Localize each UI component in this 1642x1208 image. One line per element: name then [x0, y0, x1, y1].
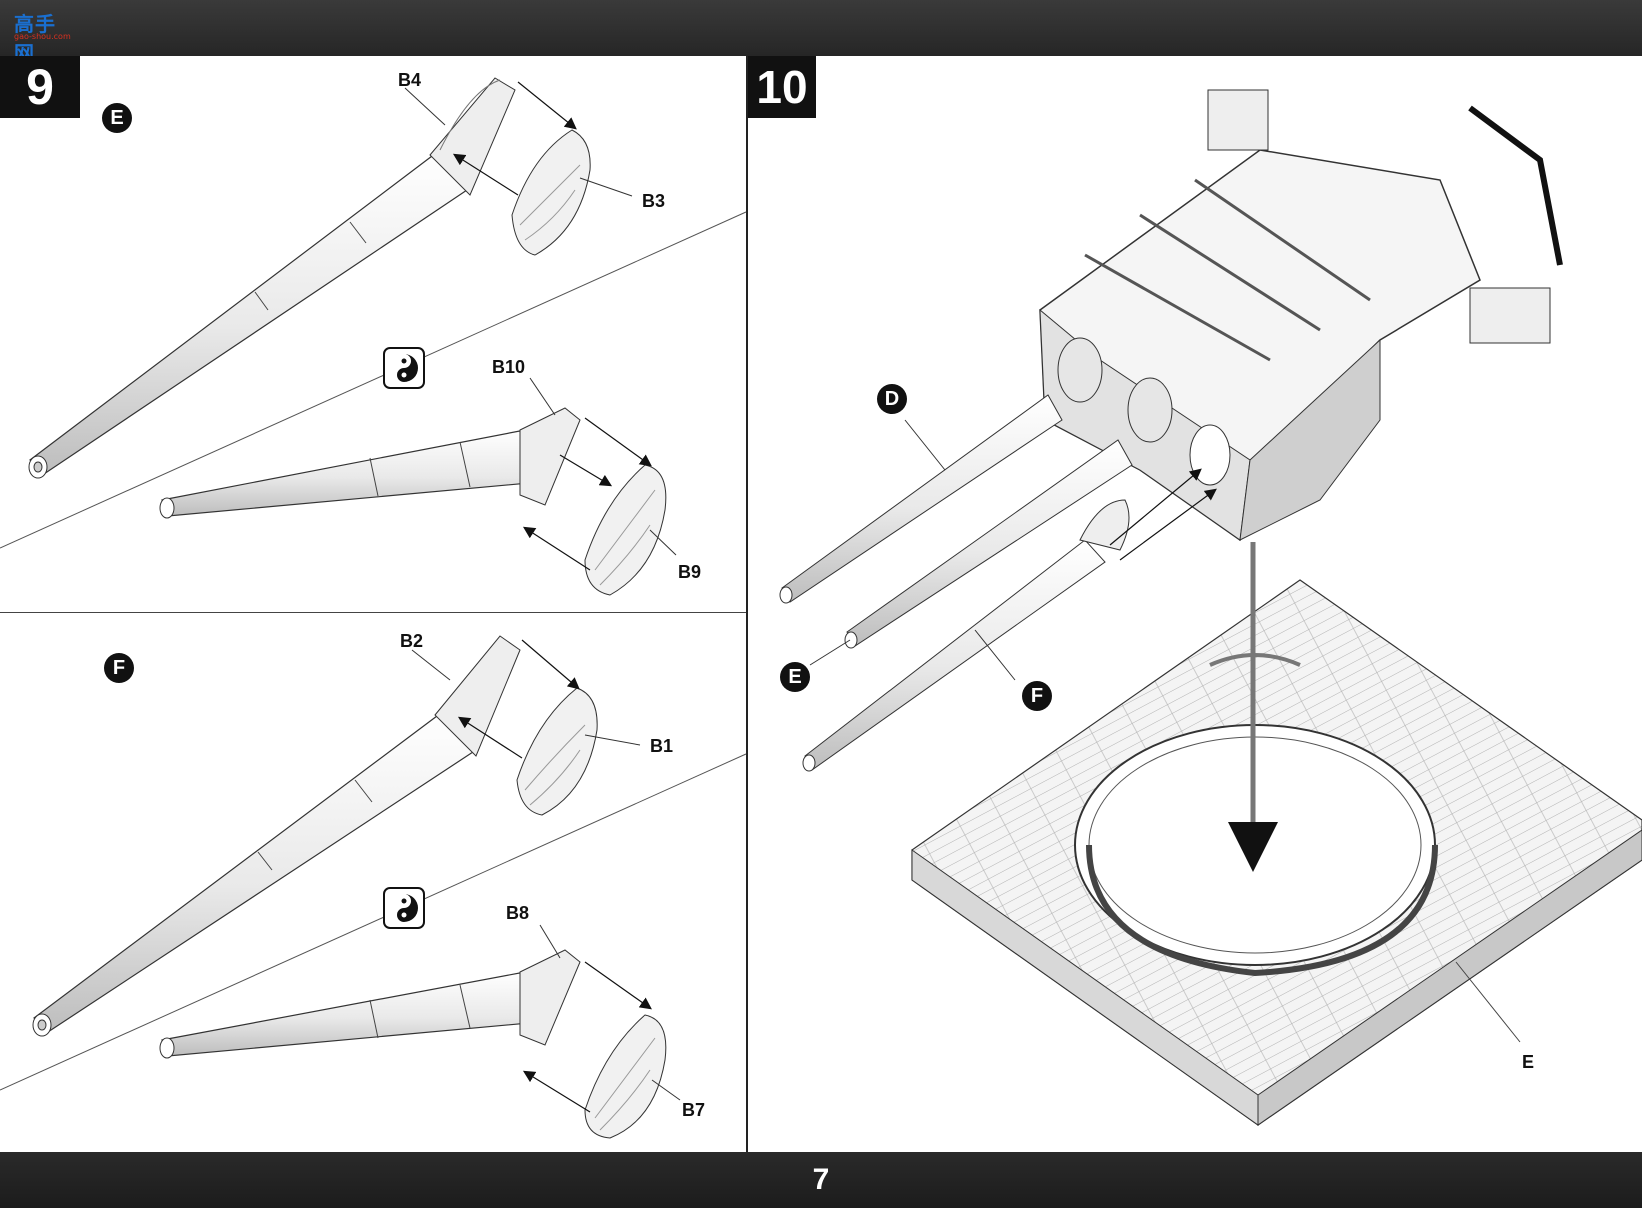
page-number: 7 [812, 1163, 830, 1196]
barrel-f [802, 499, 1130, 772]
logo-subtext: gao-shou.com [14, 32, 71, 41]
barrel-upper-e [28, 77, 516, 479]
logo-text: 高手网 [14, 12, 56, 65]
mantlet-b9 [584, 464, 667, 596]
part-label-b3: B3 [642, 191, 666, 211]
step-10-number: 10 [748, 56, 816, 118]
part-label-b8: B8 [506, 903, 530, 923]
mantlet-b3 [511, 129, 591, 256]
part-label-e-deck: E [1522, 1052, 1535, 1072]
part-label-b4: B4 [398, 70, 422, 90]
separator-line-upper [0, 211, 747, 549]
separator-line-lower [0, 753, 747, 1091]
step-divider [746, 56, 748, 1152]
badge-e-step10: E [780, 662, 810, 692]
badge-f-step9: F [104, 653, 134, 683]
part-label-b10: B10 [492, 357, 526, 377]
badge-d-step10: D [877, 384, 907, 414]
site-logo: 高手网 gao-shou.com [6, 4, 72, 65]
barrel-upper-short [159, 407, 581, 519]
part-label-b7: B7 [682, 1100, 706, 1120]
barrel-lower-f [32, 635, 521, 1037]
badge-e-step9: E [102, 103, 132, 133]
footer-band [0, 1152, 1642, 1208]
badge-f-step10: F [1022, 681, 1052, 711]
header-band [0, 0, 1642, 56]
step-9-number: 9 [0, 56, 80, 118]
barrel-e [844, 439, 1133, 649]
turret-housing [1039, 89, 1563, 542]
part-label-b1: B1 [650, 736, 674, 756]
yin-yang-icon [383, 347, 425, 389]
deck-base-e [911, 579, 1642, 1126]
barrel-d [779, 394, 1063, 604]
substep-divider [0, 612, 746, 613]
mantlet-b7 [584, 1014, 667, 1139]
barrel-lower-short [159, 949, 581, 1059]
yin-yang-icon-lower [383, 887, 425, 929]
part-label-b9: B9 [678, 562, 702, 582]
mantlet-b1 [516, 687, 598, 816]
part-label-b2: B2 [400, 631, 424, 651]
